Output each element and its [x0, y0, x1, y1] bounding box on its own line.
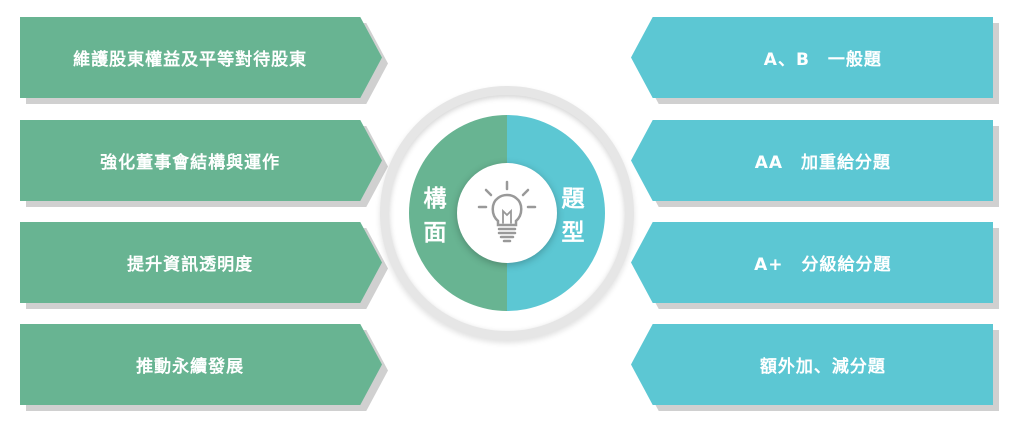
dimension-banner-4: 推動永續發展 [20, 324, 388, 411]
hub-word-question-type: 題 型 [558, 182, 588, 250]
banner-face [20, 17, 382, 98]
hub-word-char: 面 [423, 220, 447, 246]
question-type-banner-2: AA 加重給分題 [631, 120, 999, 207]
dimension-banner-1: 維護股東權益及平等對待股東 [20, 17, 388, 104]
banner-face [20, 120, 382, 201]
dimension-label: 維護股東權益及平等對待股東 [73, 50, 308, 70]
banner-face [631, 120, 993, 201]
question-type-banner-4: 額外加、減分題 [631, 324, 999, 411]
banner-face [631, 222, 993, 303]
lightbulb-icon [477, 180, 537, 243]
hub-center-disc [457, 163, 557, 263]
banner-face [20, 222, 382, 303]
question-type-label: A+ 分級給分題 [754, 255, 892, 275]
banner-face [631, 324, 993, 405]
banner-face [631, 17, 993, 98]
question-type-label: A、B 一般題 [763, 50, 882, 70]
question-type-label: AA 加重給分題 [754, 153, 892, 173]
dimension-label: 推動永續發展 [136, 357, 245, 377]
hub-word-char: 題 [561, 186, 585, 212]
dimension-banner-2: 強化董事會結構與運作 [20, 120, 388, 207]
question-type-banner-3: A+ 分級給分題 [631, 222, 999, 309]
hub-word-char: 型 [561, 220, 585, 246]
hub-word-dimension: 構 面 [420, 182, 450, 250]
question-type-label: 額外加、減分題 [759, 357, 886, 377]
center-hub: 構 面 題 型 [380, 86, 634, 340]
dimension-label: 強化董事會結構與運作 [100, 153, 281, 173]
question-type-banner-1: A、B 一般題 [631, 17, 999, 104]
dimension-banner-3: 提升資訊透明度 [20, 222, 388, 309]
banner-face [20, 324, 382, 405]
hub-word-char: 構 [423, 186, 447, 212]
dimension-label: 提升資訊透明度 [127, 255, 254, 275]
